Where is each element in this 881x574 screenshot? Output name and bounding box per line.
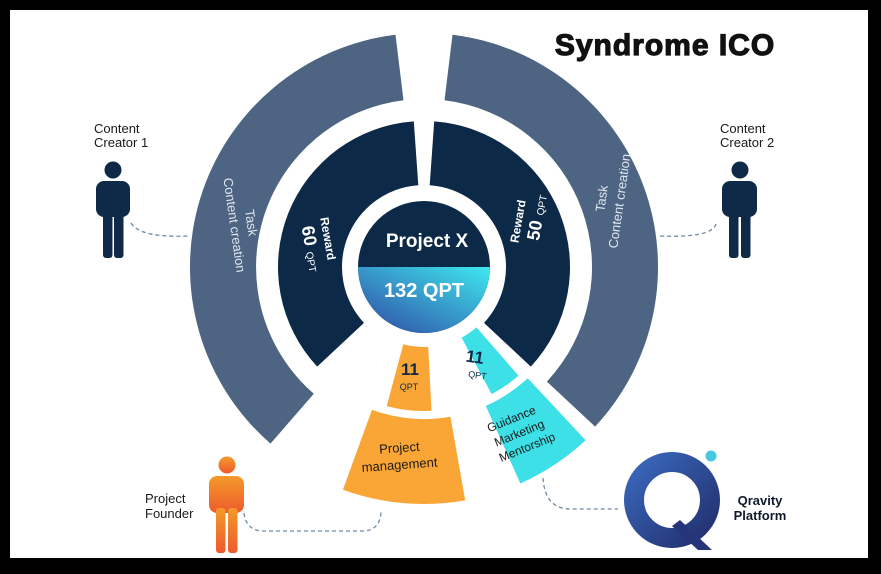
right-task-title: Task <box>592 184 611 213</box>
project-management-line-1: Project <box>379 439 421 457</box>
left-reward-value: 60 <box>298 224 321 247</box>
creator1-label-line-2: Creator 1 <box>94 135 148 150</box>
creator2-label-line-1: Content <box>720 121 766 136</box>
orange-qpt-unit: QPT <box>400 382 419 392</box>
right-reward-label: Reward 50 QPT <box>507 194 550 244</box>
connector-creator2 <box>659 223 717 237</box>
orange-qpt-label: 11 QPT <box>400 360 419 392</box>
connector-founder <box>243 511 382 532</box>
cyan-qpt-label: 11 QPT <box>465 347 488 382</box>
center-label: Project X <box>386 231 469 252</box>
left-reward-unit: QPT <box>303 251 317 273</box>
creator2-label-line-2: Creator 2 <box>720 135 774 150</box>
outer-arc-left <box>189 34 404 444</box>
project-management-line-2: management <box>361 455 438 475</box>
center-amount: 132 QPT <box>384 280 464 302</box>
connector-platform <box>542 477 618 510</box>
project-management-label: Project management <box>361 439 438 475</box>
orange-qpt-value: 11 <box>401 360 419 379</box>
cyan-qpt-unit: QPT <box>468 369 488 382</box>
qravity-logo-icon <box>624 450 720 550</box>
connector-creator1 <box>130 222 189 237</box>
center-lower-half <box>358 267 490 333</box>
cyan-qpt-value: 11 <box>465 347 485 368</box>
person-icon-creator1 <box>96 161 130 258</box>
creator1-label-line-1: Content <box>94 121 140 136</box>
right-reward-unit: QPT <box>536 194 550 216</box>
reward-arc-right <box>429 121 571 367</box>
right-reward-value: 50 <box>523 219 546 242</box>
platform-label-line-2: Platform <box>734 508 787 523</box>
platform-label-line-1: Qravity <box>738 493 784 508</box>
left-task-title: Task <box>242 208 261 237</box>
qpt-segment-orange <box>386 344 432 411</box>
center-circle: Project X 132 QPT <box>353 196 495 338</box>
reward-arc-left <box>277 121 419 367</box>
qpt-segment-cyan <box>461 327 519 395</box>
project-management-segment <box>342 409 466 505</box>
founder-label-line-1: Project <box>145 491 186 506</box>
founder-label-line-2: Founder <box>145 506 194 521</box>
person-icon-founder <box>209 456 244 553</box>
outer-arc-right <box>444 34 659 427</box>
page-title: Syndrome ICO <box>555 29 775 62</box>
guidance-segment <box>485 378 586 484</box>
person-icon-creator2 <box>722 161 757 258</box>
